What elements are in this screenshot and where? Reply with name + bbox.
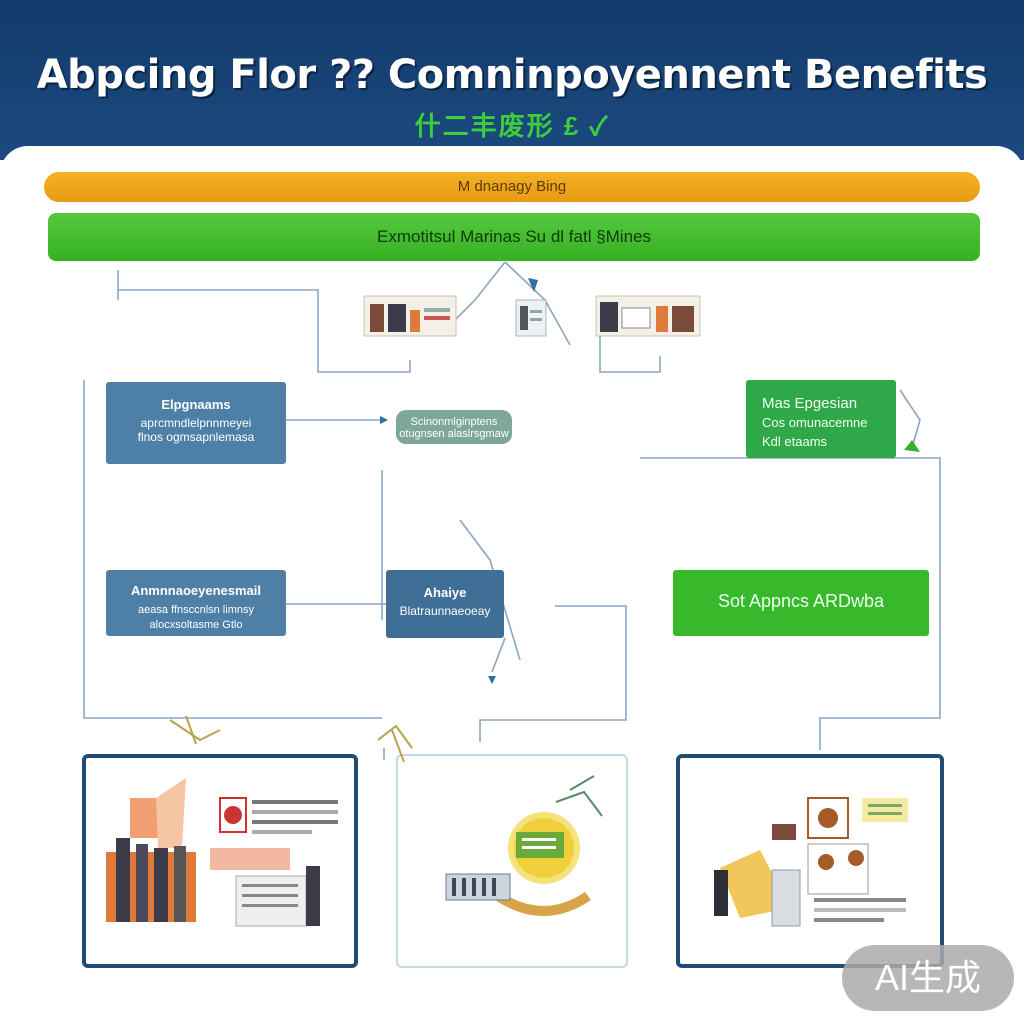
step-box-center-mid-title: Ahaiye xyxy=(423,585,467,600)
step-box-left-mid-body: aeasa ffnsccnlsn limnsy alocxsoltasme Gt… xyxy=(138,604,254,631)
illustration-panel-center xyxy=(396,754,628,968)
thumbnail-left-icon xyxy=(363,295,457,337)
step-box-right-top-line1: Mas Epgesian xyxy=(762,395,858,412)
step-box-left-top-title: Elpgnaams xyxy=(161,397,231,412)
step-pill-center: Scinonmlginptens otugnsen alaslrsgmaw xyxy=(396,410,512,444)
page-subtitle: 什二丰废形 £ ✓ xyxy=(414,111,610,141)
step-box-left-mid-title: Anmnnaoeyenesmail xyxy=(130,583,262,598)
step-box-center-mid-body: Blatraunnaeoeay xyxy=(399,604,491,618)
thumbnail-center-icon xyxy=(515,299,547,337)
step-box-left-top: Elpgnaams aprcmndlelpnnmeyei flnos ogmsa… xyxy=(106,382,286,464)
step-pill-center-body: otugnsen alaslrsgmaw xyxy=(399,428,509,440)
illustration-panel-left xyxy=(82,754,358,968)
step-pill-center-title: Scinonmlginptens xyxy=(410,416,498,428)
step-box-right-top: Mas Epgesian Cos omunacemne Kdl etaams xyxy=(746,380,896,458)
step-box-center-mid: Ahaiye Blatraunnaeoeay xyxy=(386,570,504,638)
ai-generated-badge: AI生成 xyxy=(842,945,1014,1011)
header-banner xyxy=(0,0,1024,160)
step-box-left-top-body: aprcmndlelpnnmeyei flnos ogmsapnlemasa xyxy=(137,416,255,444)
page-title: Abpcing Flor ?? Comninpoyennent Benefits xyxy=(36,52,988,98)
main-process-bar: Exmotitsul Marinas Su dl fatl §Mines xyxy=(48,213,980,261)
step-box-right-top-line2: Cos omunacemne xyxy=(762,415,868,430)
thumbnail-right-icon xyxy=(595,295,701,337)
documents-illustration xyxy=(714,797,908,927)
step-box-right-mid: Sot Appncs ARDwba xyxy=(673,570,929,636)
step-box-right-top-line3: Kdl etaams xyxy=(762,434,828,449)
step-box-right-mid-label: Sot Appncs ARDwba xyxy=(717,591,885,611)
step-box-left-mid: Anmnnaoeyenesmail aeasa ffnsccnlsn limns… xyxy=(106,570,286,636)
illustration-panel-right xyxy=(676,754,944,968)
globe-illustration xyxy=(445,812,591,916)
top-category-bar: M dnanagy Bing xyxy=(44,172,980,202)
office-scene-illustration xyxy=(106,778,338,927)
